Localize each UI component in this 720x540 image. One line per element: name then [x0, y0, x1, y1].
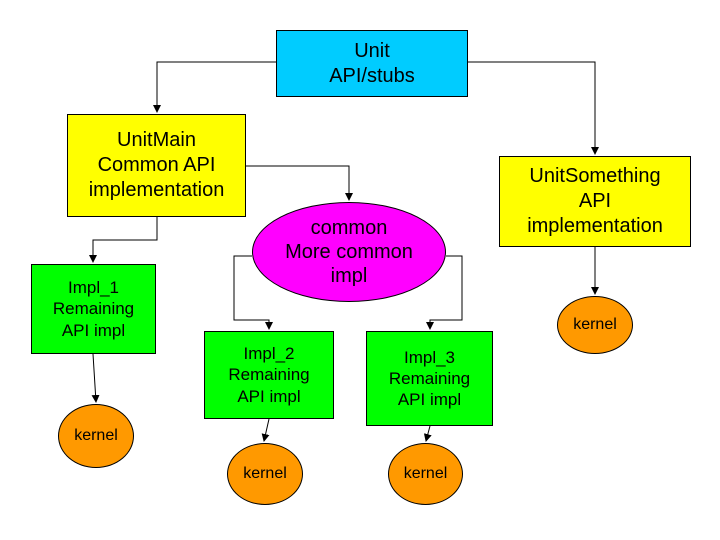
impl-1-line-1: Impl_1 — [67, 278, 120, 298]
unitsomething-node: UnitSomething API implementation — [499, 156, 691, 247]
impl-3-node: Impl_3 Remaining API impl — [366, 331, 493, 426]
common-line-2: More common — [285, 241, 413, 263]
common-line-1: common — [310, 217, 388, 239]
kernel-3-label: kernel — [403, 465, 448, 482]
impl-3-line-3: API impl — [397, 390, 462, 410]
edge-impl1-to-kernel1 — [91, 353, 100, 403]
edge-unit-to-unitmain — [153, 61, 276, 113]
impl-2-node: Impl_2 Remaining API impl — [204, 331, 334, 419]
impl-1-line-3: API impl — [61, 320, 126, 340]
unitsomething-line-1: UnitSomething — [529, 165, 661, 187]
kernel-node-3: kernel — [388, 443, 463, 505]
unitmain-node: UnitMain Common API implementation — [67, 114, 246, 217]
edge-common-to-impl2 — [233, 255, 273, 330]
unitmain-line-2: Common API — [97, 154, 216, 176]
unit-api-stubs-node: Unit API/stubs — [276, 30, 468, 97]
kernel-2-label: kernel — [243, 465, 287, 482]
kernel-node-2: kernel — [227, 443, 303, 505]
kernel-4-label: kernel — [573, 316, 617, 333]
edge-unit-to-unitsomething — [468, 61, 599, 155]
kernel-node-4: kernel — [557, 296, 633, 354]
impl-2-line-3: API impl — [237, 386, 301, 406]
edge-common-to-impl3 — [426, 255, 463, 330]
unitsomething-line-2: API — [578, 190, 612, 212]
common-node: common More common impl — [252, 202, 446, 302]
edge-impl2-to-kernel2 — [261, 418, 270, 442]
impl-2-line-1: Impl_2 — [243, 344, 295, 364]
unit-line-2: API/stubs — [329, 64, 415, 87]
impl-2-line-2: Remaining — [228, 365, 310, 385]
kernel-1-label: kernel — [74, 427, 118, 444]
unitsomething-line-3: implementation — [527, 215, 663, 237]
unit-line-1: Unit — [354, 39, 390, 62]
unitmain-line-1: UnitMain — [117, 129, 196, 151]
edge-unitmain-to-common — [246, 165, 353, 201]
impl-1-line-2: Remaining — [52, 299, 135, 319]
edge-impl3-to-kernel3 — [423, 425, 432, 442]
impl-1-node: Impl_1 Remaining API impl — [31, 264, 156, 354]
unitmain-line-3: implementation — [88, 179, 225, 201]
common-line-3: impl — [330, 265, 368, 287]
edge-unitmain-to-impl1 — [89, 217, 158, 263]
impl-3-line-2: Remaining — [388, 368, 471, 388]
impl-3-line-1: Impl_3 — [403, 347, 456, 367]
kernel-node-1: kernel — [58, 404, 134, 468]
